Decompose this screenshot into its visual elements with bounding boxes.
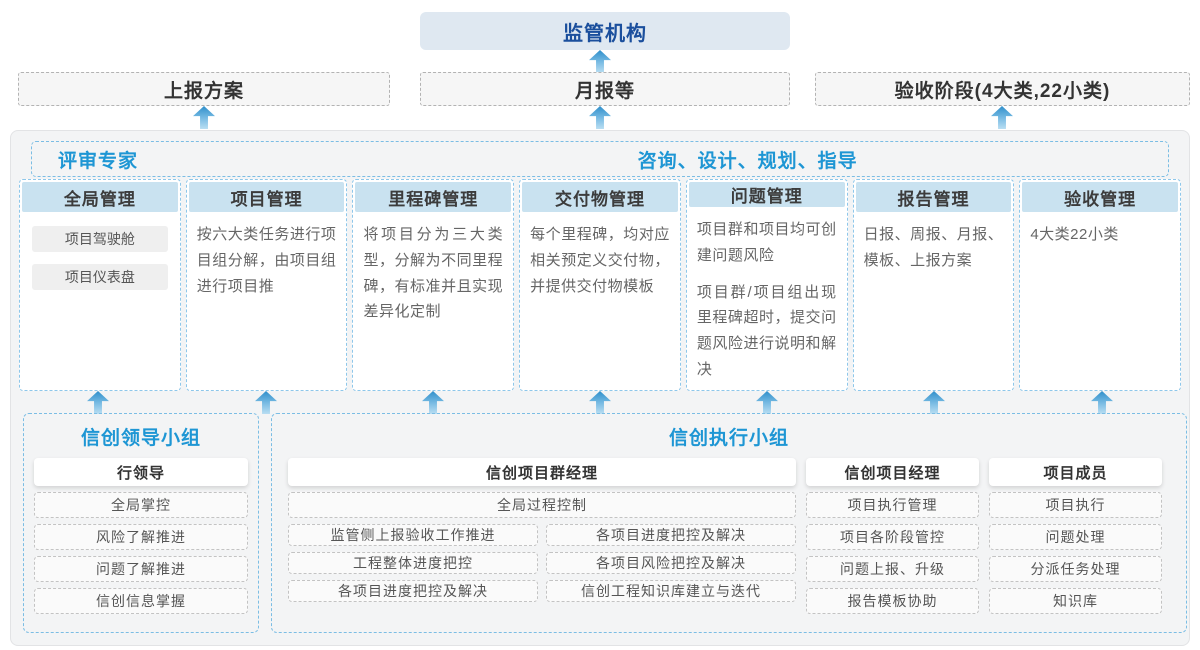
up-arrow-icon bbox=[991, 106, 1013, 129]
up-arrow-icon bbox=[422, 391, 444, 414]
section-project-member: 项目成员 项目执行 问题处理 分派任务处理 知识库 bbox=[989, 458, 1162, 614]
group-title: 信创执行小组 bbox=[668, 428, 789, 449]
regulator-box: 监管机构 bbox=[420, 12, 790, 50]
section-project-manager: 信创项目经理 项目执行管理 项目各阶段管控 问题上报、升级 报告模板协助 bbox=[806, 458, 979, 614]
leader-item: 信创信息掌握 bbox=[34, 588, 248, 614]
leadership-content: 行领导 全局掌控 风险了解推进 问题了解推进 信创信息掌握 bbox=[24, 450, 258, 614]
member-item: 问题处理 bbox=[989, 524, 1162, 550]
pm-item: 问题上报、升级 bbox=[806, 556, 979, 582]
output-box-monthly-report: 月报等 bbox=[420, 72, 790, 106]
section-program-manager: 信创项目群经理 全局过程控制 监管侧上报验收工作推进 工程整体进度把控 各项目进… bbox=[288, 458, 796, 602]
pm-group-item: 各项目风险把控及解决 bbox=[546, 552, 796, 574]
issue-paragraph-1: 项目群和项目均可创建问题风险 bbox=[696, 221, 837, 264]
review-experts-label: 评审专家 bbox=[58, 150, 139, 172]
output-label: 月报等 bbox=[574, 80, 635, 102]
module-acceptance-management: 验收管理 4大类22小类 bbox=[1019, 179, 1182, 391]
pm-item: 报告模板协助 bbox=[806, 588, 979, 614]
module-title: 交付物管理 bbox=[522, 182, 678, 212]
pm-group-item: 信创工程知识库建立与迭代 bbox=[546, 580, 796, 602]
output-box-acceptance-stage: 验收阶段(4大类,22小类) bbox=[815, 72, 1190, 106]
pm-group-grid: 监管侧上报验收工作推进 工程整体进度把控 各项目进度把控及解决 各项目进度把控及… bbox=[288, 524, 796, 602]
role-project-manager: 信创项目经理 bbox=[806, 458, 979, 486]
module-title: 项目管理 bbox=[188, 182, 345, 212]
module-description: 每个里程碑，均对应相关预定义交付物，并提供交付物模板 bbox=[530, 226, 670, 295]
pm-group-item: 工程整体进度把控 bbox=[288, 552, 538, 574]
leader-item: 风险了解推进 bbox=[34, 524, 248, 550]
issue-paragraph-2: 项目群/项目组出现里程碑超时，提交问题风险进行说明和解决 bbox=[696, 283, 837, 378]
module-issue-management: 问题管理 项目群和项目均可创建问题风险 项目群/项目组出现里程碑超时，提交问题风… bbox=[685, 179, 848, 391]
module-description: 项目群和项目均可创建问题风险 项目群/项目组出现里程碑超时，提交问题风险进行说明… bbox=[689, 207, 845, 389]
platform-container: 评审专家 咨询、设计、规划、指导 全局管理 项目驾驶舱 项目仪表盘 项目管理 按… bbox=[10, 130, 1190, 646]
pill-project-dashboard: 项目仪表盘 bbox=[32, 264, 168, 290]
output-box-report-plan: 上报方案 bbox=[18, 72, 390, 106]
group-leadership: 信创领导小组 行领导 全局掌控 风险了解推进 问题了解推进 信创信息掌握 bbox=[23, 413, 259, 633]
role-program-manager: 信创项目群经理 bbox=[288, 458, 796, 486]
module-title: 报告管理 bbox=[855, 182, 1012, 212]
up-arrow-icon bbox=[1091, 391, 1113, 414]
up-arrow-icon bbox=[923, 391, 945, 414]
group-executor: 信创执行小组 信创项目群经理 全局过程控制 监管侧上报验收工作推进 工程整体进度… bbox=[271, 413, 1187, 633]
executor-content: 信创项目群经理 全局过程控制 监管侧上报验收工作推进 工程整体进度把控 各项目进… bbox=[272, 450, 1186, 614]
up-arrow-icon bbox=[589, 106, 611, 129]
module-description: 4大类22小类 bbox=[1030, 226, 1119, 243]
output-label: 验收阶段(4大类,22小类) bbox=[894, 80, 1111, 102]
member-item: 项目执行 bbox=[989, 492, 1162, 518]
up-arrow-icon bbox=[193, 106, 215, 129]
up-arrow-icon bbox=[255, 391, 277, 414]
group-title: 信创领导小组 bbox=[80, 428, 201, 449]
expert-strip: 评审专家 咨询、设计、规划、指导 bbox=[31, 141, 1169, 177]
up-arrow-icon bbox=[589, 50, 611, 73]
pm-group-left-column: 监管侧上报验收工作推进 工程整体进度把控 各项目进度把控及解决 bbox=[288, 524, 538, 602]
consulting-label: 咨询、设计、规划、指导 bbox=[637, 150, 858, 172]
pm-group-item-full: 全局过程控制 bbox=[288, 492, 796, 518]
member-item: 知识库 bbox=[989, 588, 1162, 614]
leader-item: 问题了解推进 bbox=[34, 556, 248, 582]
pm-item: 项目执行管理 bbox=[806, 492, 979, 518]
module-report-management: 报告管理 日报、周报、月报、模板、上报方案 bbox=[852, 179, 1015, 391]
module-title: 验收管理 bbox=[1022, 182, 1179, 212]
pill-project-cockpit: 项目驾驶舱 bbox=[32, 226, 168, 252]
leader-item: 全局掌控 bbox=[34, 492, 248, 518]
output-label: 上报方案 bbox=[163, 80, 244, 102]
pm-group-item: 监管侧上报验收工作推进 bbox=[288, 524, 538, 546]
pm-group-item: 各项目进度把控及解决 bbox=[288, 580, 538, 602]
role-project-member: 项目成员 bbox=[989, 458, 1162, 486]
module-title: 全局管理 bbox=[22, 182, 178, 212]
module-description: 日报、周报、月报、模板、上报方案 bbox=[863, 226, 1004, 269]
module-milestone-management: 里程碑管理 将项目分为三大类型，分解为不同里程碑，有标准并且实现差异化定制 bbox=[352, 179, 515, 391]
regulator-label: 监管机构 bbox=[563, 22, 647, 45]
pm-group-right-column: 各项目进度把控及解决 各项目风险把控及解决 信创工程知识库建立与迭代 bbox=[546, 524, 796, 602]
module-description: 按六大类任务进行项目组分解，由项目组进行项目推 bbox=[196, 226, 337, 295]
role-bank-leader: 行领导 bbox=[34, 458, 248, 486]
pm-group-item: 各项目进度把控及解决 bbox=[546, 524, 796, 546]
up-arrow-icon bbox=[87, 391, 109, 414]
up-arrow-icon bbox=[589, 391, 611, 414]
module-title: 里程碑管理 bbox=[355, 182, 512, 212]
up-arrow-icon bbox=[756, 391, 778, 414]
module-columns: 全局管理 项目驾驶舱 项目仪表盘 项目管理 按六大类任务进行项目组分解，由项目组… bbox=[19, 179, 1182, 391]
pm-item: 项目各阶段管控 bbox=[806, 524, 979, 550]
module-title: 问题管理 bbox=[688, 182, 845, 207]
member-item: 分派任务处理 bbox=[989, 556, 1162, 582]
module-description: 将项目分为三大类型，分解为不同里程碑，有标准并且实现差异化定制 bbox=[363, 226, 504, 321]
module-project-management: 项目管理 按六大类任务进行项目组分解，由项目组进行项目推 bbox=[185, 179, 348, 391]
module-deliverable-management: 交付物管理 每个里程碑，均对应相关预定义交付物，并提供交付物模板 bbox=[519, 179, 681, 391]
module-global-management: 全局管理 项目驾驶舱 项目仪表盘 bbox=[19, 179, 181, 391]
